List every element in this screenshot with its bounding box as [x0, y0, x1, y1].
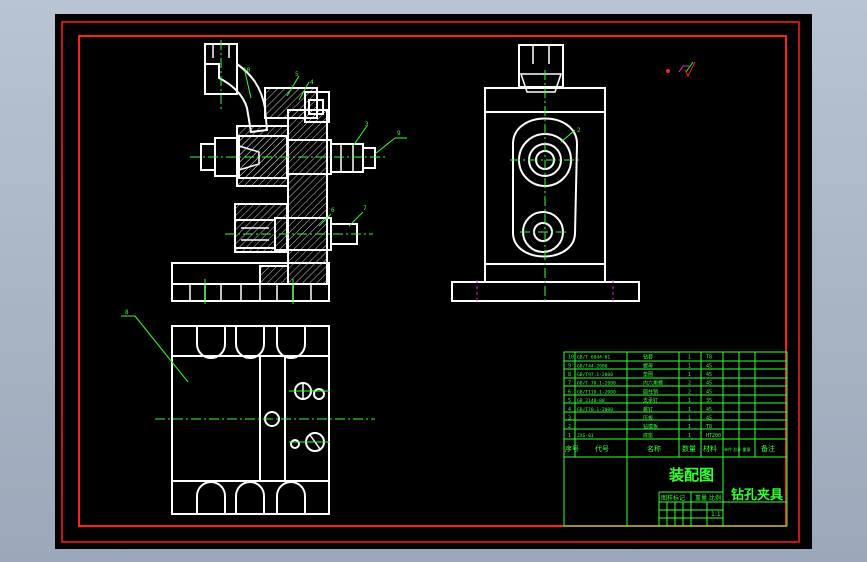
- bom-cell-qty: 1: [688, 363, 691, 369]
- label-mark-count: 图样标记: [661, 494, 685, 502]
- bom-cell-code: GB/T119.1-2000: [577, 389, 616, 395]
- bom-cell-qty: 1: [688, 372, 691, 378]
- bom-cell-qty: 1: [688, 355, 691, 361]
- bom-cell-code: ZXG-01: [577, 433, 594, 439]
- bom-cell-qty: 1: [688, 398, 691, 404]
- bom-cell-code: GB/T97.1-2000: [577, 372, 613, 378]
- bom-cell-seq: 3: [568, 416, 571, 422]
- title-block-text: 装配图 钻孔夹具 图样标记 重量 比例 1:1: [661, 466, 783, 518]
- bom-cell-name: 螺母: [643, 362, 653, 369]
- bom-header-name: 名称: [647, 444, 661, 453]
- callout-4: 4: [310, 79, 314, 86]
- callout-9: 9: [397, 130, 401, 137]
- callout-7: 7: [363, 205, 367, 212]
- product-name: 钻孔夹具: [731, 487, 783, 503]
- side-view: [451, 44, 640, 304]
- drawing-title: 装配图: [668, 466, 714, 484]
- bom-cell-material: 45: [706, 416, 712, 422]
- callout-2: 2: [577, 127, 581, 134]
- bom-header-qty: 数量: [682, 444, 696, 453]
- bom-cell-material: HT200: [706, 433, 721, 439]
- bom-cell-name: 内六角螺: [643, 380, 663, 387]
- callout-6: 6: [331, 207, 335, 214]
- top-view: [155, 325, 375, 515]
- callout-10: 10: [243, 67, 251, 74]
- bom-cell-name: 垫圈: [643, 371, 653, 378]
- bom-cell-seq: 2: [568, 424, 571, 430]
- bom-cell-code: GB/T 70.1-2000: [577, 381, 616, 387]
- bom-cell-qty: 2: [688, 381, 691, 387]
- bom-cell-seq: 7: [568, 381, 571, 387]
- callout-8: 8: [125, 309, 129, 316]
- bom-cell-qty: 2: [688, 389, 691, 395]
- bom-cell-seq: 1: [568, 433, 571, 439]
- label-scale: 比例: [709, 494, 721, 502]
- bom-cell-material: 45: [706, 363, 712, 369]
- bom-cell-qty: 1: [688, 407, 691, 413]
- bom-cell-seq: 4: [568, 407, 571, 413]
- bom-cell-name: 支承钉: [643, 397, 658, 404]
- bom-cell-seq: 8: [568, 372, 571, 378]
- bom-header-weight: 单件 总计 重量: [724, 446, 751, 452]
- bom-cell-qty: 1: [688, 433, 691, 439]
- bom-cell-seq: 5: [568, 398, 571, 404]
- scale-value: 1:1: [711, 511, 721, 518]
- bom-cell-material: 35: [706, 398, 712, 404]
- bom-table: [563, 351, 788, 527]
- roughness-symbol: [666, 61, 696, 78]
- bom-cell-code: GB/T70.1-2000: [577, 407, 613, 413]
- callout-3-front: 3: [365, 121, 369, 128]
- bom-header: 序号 代号 名称 数量 材料 单件 总计 重量 备注: [565, 444, 775, 453]
- bom-cell-name: 底座: [643, 432, 653, 439]
- bom-cell-seq: 9: [568, 363, 571, 369]
- bom-cell-name: 钻套: [643, 354, 653, 361]
- bom-cell-material: 45: [706, 381, 712, 387]
- callout-labels: 10 5 4 3 9 6 7 8 2: [125, 67, 581, 316]
- bom-cell-seq: 10: [568, 355, 574, 361]
- bom-cell-code: GB/T44-2000: [577, 363, 608, 369]
- bom-cell-material: T8: [706, 355, 712, 361]
- bom-cell-material: 45: [706, 389, 712, 395]
- bom-cell-qty: 1: [688, 416, 691, 422]
- title-block: [626, 457, 787, 526]
- callout-5: 5: [295, 71, 299, 78]
- bom-cell-material: T8: [706, 424, 712, 430]
- bom-cell-name: 钻模板: [643, 423, 658, 430]
- front-section-view: [171, 40, 385, 304]
- outer-border: [61, 21, 800, 543]
- bom-cell-name: 圆柱销: [643, 388, 658, 395]
- leader-lines: [121, 61, 694, 383]
- label-weight: 重量: [695, 494, 707, 502]
- bom-header-material: 材料: [703, 444, 717, 453]
- inner-border: [78, 35, 787, 527]
- bom-cell-name: 螺钉: [643, 406, 653, 413]
- bom-cell-material: 45: [706, 372, 712, 378]
- bom-cell-code: GB 2148-80: [577, 398, 605, 404]
- bom-cell-code: GB/T 6844-01: [577, 355, 610, 361]
- bom-cell-seq: 6: [568, 389, 571, 395]
- bom-cell-material: 45: [706, 407, 712, 413]
- bom-cell-qty: 1: [688, 424, 691, 430]
- bom-header-code: 代号: [595, 444, 609, 453]
- bom-header-seq: 序号: [565, 444, 579, 453]
- bom-cell-name: 压板: [643, 415, 653, 422]
- bom-header-remark: 备注: [761, 444, 775, 453]
